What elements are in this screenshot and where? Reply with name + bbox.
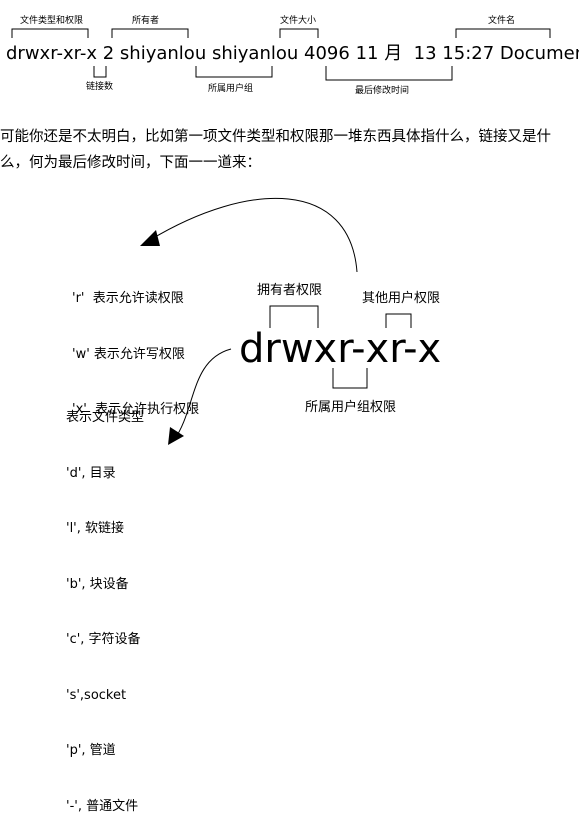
ls-link-count: 2 (102, 43, 115, 64)
arrow-file-type (173, 348, 232, 441)
bracket-mtime (325, 66, 453, 81)
label-type-permission: 文件类型和权限 (20, 16, 84, 26)
ls-line: drwxr-xr-x 2 shiyanlou shiyanlou 4096 11… (6, 45, 579, 63)
label-mtime: 最后修改时间 (355, 86, 410, 96)
label-owner: 所有者 (132, 16, 160, 26)
rwx-legend: 'r' 表示允许读权限 'w' 表示允许写权限 'x' 表示允许执行权限 (72, 253, 199, 438)
ls-time: 15:27 (442, 43, 495, 64)
label-filename: 文件名 (488, 16, 516, 26)
bracket-group-perm (332, 368, 368, 389)
ls-owner: shiyanlou (119, 43, 207, 64)
annotation-lines (11, 28, 551, 445)
arrow-rwx-head (140, 230, 160, 246)
owner-permission-label: 拥有者权限 (257, 283, 323, 298)
bracket-owner (111, 28, 189, 38)
other-permission-label: 其他用户权限 (362, 291, 441, 306)
rwx-legend-item: 'r' 表示允许读权限 (72, 291, 184, 306)
arrow-file-type-head (168, 427, 184, 445)
bracket-link-count (93, 66, 107, 78)
bracket-filename (455, 28, 551, 38)
bracket-owner-perm (269, 305, 319, 328)
file-type-item: '-', 普通文件 (66, 798, 139, 814)
file-type-item: 'b', 块设备 (66, 576, 129, 592)
ls-day: 13 (413, 43, 437, 64)
ls-filename: Documents (499, 43, 579, 64)
ls-group: shiyanlou (211, 43, 299, 64)
explanation-paragraph: 可能你还是不太明白，比如第一项文件类型和权限那一堆东西具体指什么，链接又是什么，… (0, 129, 551, 171)
rwx-legend-item: 'x' 表示允许执行权限 (72, 402, 200, 417)
group-permission-label: 所属用户组权限 (305, 400, 397, 415)
bracket-other-perm (385, 313, 412, 328)
label-link-count: 链接数 (86, 82, 114, 92)
rwx-legend-item: 'w' 表示允许写权限 (72, 346, 185, 362)
file-type-item: 'd', 目录 (66, 465, 116, 481)
ls-permission: drwxr-xr-x (6, 43, 97, 64)
bracket-type-permission (11, 28, 89, 38)
page: { "ls_example": { "perm": "drwxr-xr-x", … (0, 16, 579, 814)
permission-string: drwxr-xr-x (239, 326, 442, 372)
file-type-item: 'p', 管道 (66, 743, 116, 758)
file-type-item: 'c', 字符设备 (66, 632, 141, 647)
bracket-size (279, 28, 319, 38)
ls-month: 11 月 (355, 43, 403, 64)
file-type-item: 's',socket (66, 687, 127, 703)
file-type-item: 'l', 软链接 (66, 521, 125, 536)
bracket-group (195, 66, 273, 78)
label-size: 文件大小 (280, 16, 317, 26)
label-group: 所属用户组 (208, 84, 254, 94)
file-type-title: 表示文件类型 (66, 410, 145, 425)
ls-size: 4096 (304, 43, 350, 64)
arrow-rwx (149, 197, 358, 273)
